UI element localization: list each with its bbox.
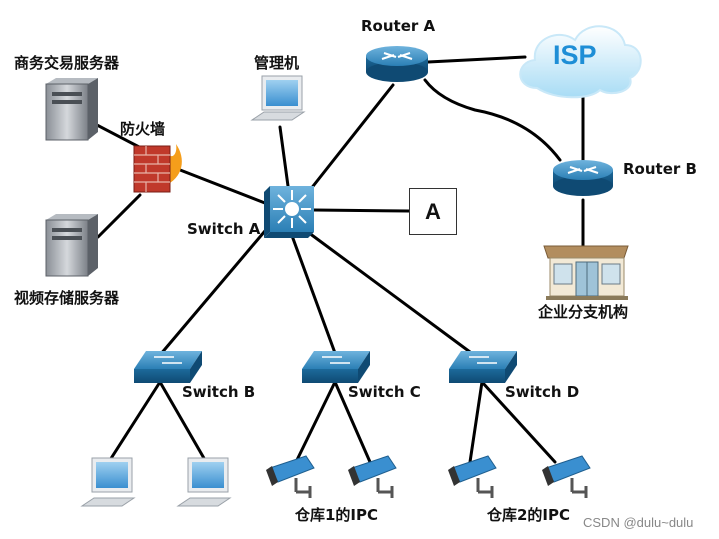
link-switch-d-cam4 xyxy=(480,380,557,464)
link-router-a-isp xyxy=(426,55,527,64)
video-server-label: 视频存储服务器 xyxy=(14,289,120,307)
firewall-icon xyxy=(133,144,182,193)
link-switch-d-cam3 xyxy=(468,380,484,464)
pc-1-icon xyxy=(80,457,136,507)
firewall-label: 防火墙 xyxy=(120,120,166,138)
watermark: CSDN @dulu~dulu xyxy=(583,515,694,530)
link-admin-switch-a xyxy=(278,125,290,188)
link-switch-b-pc1 xyxy=(108,380,162,462)
link-switch-a-switch-d xyxy=(303,228,472,354)
switch-d-label: Switch D xyxy=(505,383,580,401)
switch-c-icon xyxy=(302,351,370,383)
router-a-icon xyxy=(366,46,428,82)
ip-camera-2-icon xyxy=(348,455,397,498)
link-switch-a-box-a xyxy=(312,208,411,213)
warehouse1-ipc-label: 仓库1的IPC xyxy=(295,506,379,524)
link-firewall-video xyxy=(96,193,142,239)
router-b-icon xyxy=(553,160,613,196)
isp-cloud-icon xyxy=(519,25,642,99)
branch-office-icon xyxy=(543,245,629,300)
ip-camera-4-icon xyxy=(542,455,591,498)
switch-a-label: Switch A xyxy=(187,220,261,238)
switch-c-label: Switch C xyxy=(348,383,421,401)
switch-b-icon xyxy=(134,351,202,383)
trade-server-icon xyxy=(45,78,98,141)
branch-office-label: 企业分支机构 xyxy=(538,303,629,321)
link-router-a-router-b xyxy=(423,78,562,162)
isp-label: ISP xyxy=(553,40,597,70)
switch-a-icon xyxy=(264,186,314,238)
switch-d-icon xyxy=(449,351,517,383)
warehouse2-ipc-label: 仓库2的IPC xyxy=(487,506,571,524)
link-switch-b-pc2 xyxy=(158,380,207,462)
link-switch-a-switch-c xyxy=(289,231,337,355)
admin-pc-icon xyxy=(250,75,306,121)
unknown-device-a: A xyxy=(409,188,457,235)
connections xyxy=(93,55,585,464)
video-server-icon xyxy=(45,214,98,277)
link-switch-c-cam1 xyxy=(294,380,337,464)
link-switch-a-router-a xyxy=(308,83,395,192)
link-switch-a-switch-b xyxy=(158,223,272,357)
admin-pc-label: 管理机 xyxy=(254,54,300,72)
link-firewall-switch-a xyxy=(173,166,272,207)
router-a-label: Router A xyxy=(361,17,436,35)
switch-b-label: Switch B xyxy=(182,383,256,401)
trade-server-label: 商务交易服务器 xyxy=(14,54,120,72)
link-switch-c-cam2 xyxy=(333,380,372,464)
ip-camera-1-icon xyxy=(266,455,315,498)
ip-camera-3-icon xyxy=(448,455,497,498)
router-b-label: Router B xyxy=(623,160,697,178)
pc-2-icon xyxy=(176,457,232,507)
